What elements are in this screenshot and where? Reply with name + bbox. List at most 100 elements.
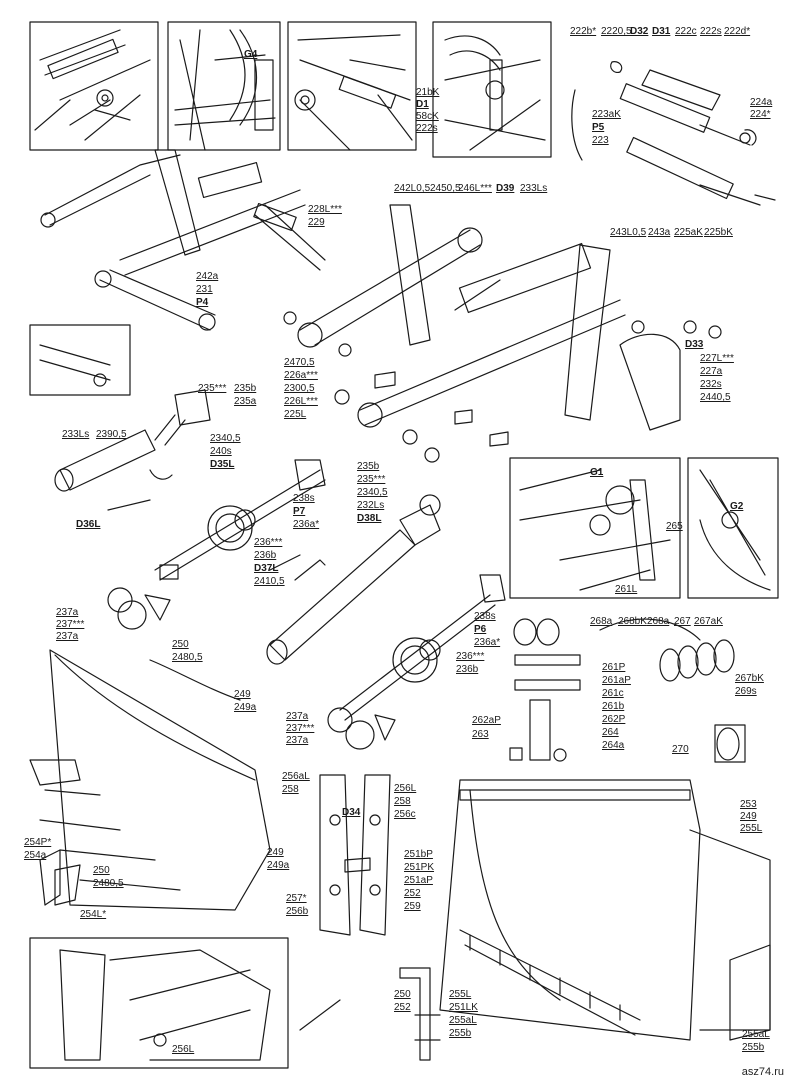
label-l52: P7: [293, 506, 306, 517]
label-l33: 227L***: [700, 353, 734, 364]
label-l23: D39: [496, 183, 515, 194]
label-l15: 223: [592, 135, 609, 146]
label-l7: 2220,5: [601, 26, 632, 37]
label-l81: 268a: [647, 616, 670, 627]
label-l113: 249a: [267, 860, 290, 871]
label-l85: 261aP: [602, 675, 631, 686]
label-l12: 222d*: [724, 26, 751, 37]
label-l120: 256b: [286, 906, 309, 917]
piston-p6: [339, 574, 506, 721]
label-l105: 253: [740, 799, 757, 810]
label-l68: P6: [474, 624, 487, 635]
label-l53: 236a*: [293, 519, 320, 530]
seal-kit: [509, 618, 746, 763]
label-l95: 270: [672, 744, 689, 755]
label-l37: 2470,5: [284, 357, 315, 368]
label-l55: 236b: [254, 550, 277, 561]
label-l111: 2480,5: [93, 878, 124, 889]
label-l19: 229: [308, 217, 325, 228]
label-l25: 242a: [196, 271, 219, 282]
label-l54: 236***: [254, 537, 283, 548]
label-l96: 237a: [286, 711, 309, 722]
piston-p7: [154, 459, 326, 581]
label-l91: 264: [602, 727, 619, 738]
label-l108: 254P*: [24, 837, 52, 848]
inset-bottom: [29, 937, 289, 1069]
label-l22: 246L***: [458, 183, 492, 194]
label-l39: 2300,5: [284, 383, 315, 394]
label-l60: 2340,5: [357, 487, 388, 498]
label-l29: 243a: [648, 227, 671, 238]
label-l130: 255b: [742, 1042, 765, 1053]
label-l115: 251PK: [404, 862, 435, 873]
label-l112: 249: [267, 847, 284, 858]
label-l103: 256c: [394, 809, 416, 820]
label-l63: G1: [590, 467, 604, 478]
inset-frame-4: [432, 21, 552, 158]
label-l106: 249: [740, 811, 757, 822]
label-l30: 225aK: [674, 227, 703, 238]
label-l44: 235a: [234, 396, 257, 407]
label-l99: 256aL: [282, 771, 310, 782]
label-l34: 227a: [700, 366, 723, 377]
label-l40: 226L***: [284, 396, 318, 407]
label-l69: 236a*: [474, 637, 501, 648]
label-l45: 233Ls: [62, 429, 90, 440]
label-l117: 252: [404, 888, 421, 899]
label-l73: 237***: [56, 619, 85, 630]
label-l125: 251LK: [449, 1002, 478, 1013]
label-l4: 58cK: [416, 111, 439, 122]
label-l50: D36L: [76, 519, 101, 530]
label-l88: 262P: [602, 714, 626, 725]
label-l57: 2410,5: [254, 576, 285, 587]
label-l87: 261b: [602, 701, 625, 712]
label-l92: 264a: [602, 740, 625, 751]
label-l101: 256L: [394, 783, 417, 794]
label-l32: D33: [685, 339, 704, 350]
label-l100: 258: [282, 784, 299, 795]
label-l127: 255b: [449, 1028, 472, 1039]
label-l10: 222c: [675, 26, 697, 37]
label-l58: 235b: [357, 461, 380, 472]
bushings-237: [107, 587, 396, 750]
label-l70: 236***: [456, 651, 485, 662]
cylinder-d38l: [266, 494, 441, 665]
label-l83: 267aK: [694, 616, 723, 627]
edge-section: [399, 967, 441, 1061]
label-l126: 255aL: [449, 1015, 477, 1026]
label-l62: D38L: [357, 513, 382, 524]
label-l20: 242L0,5: [394, 183, 431, 194]
inset-g2: [687, 457, 779, 599]
label-l14: P5: [592, 122, 605, 133]
label-l109: 254a: [24, 850, 47, 861]
tilt-cylinder-left: [29, 324, 211, 511]
label-l124: 255L: [449, 989, 472, 1000]
label-l94: 269s: [735, 686, 757, 697]
label-l119: 257*: [286, 893, 307, 904]
label-l6: 222b*: [570, 26, 597, 37]
label-l79: 268a: [590, 616, 613, 627]
label-l107: 255L: [740, 823, 763, 834]
label-l17: 224*: [750, 109, 771, 120]
label-l97: 237***: [286, 723, 315, 734]
label-l118: 259: [404, 901, 421, 912]
label-l61: 232Ls: [357, 500, 385, 511]
label-l67: 238s: [474, 611, 496, 622]
loader-arm: [283, 204, 722, 463]
boom-p4: [40, 149, 326, 331]
label-l13: 223aK: [592, 109, 621, 120]
label-l43: 235b: [234, 383, 257, 394]
label-l1: G4: [244, 49, 258, 60]
label-l104: D34: [342, 807, 361, 818]
label-l77: 249: [234, 689, 251, 700]
inset-g1: [509, 457, 681, 599]
label-l8: D32: [630, 26, 649, 37]
label-l90: 263: [472, 729, 489, 740]
label-l24: 233Ls: [520, 183, 548, 194]
bucket-left: [29, 649, 271, 911]
label-l129: 255aL: [742, 1029, 770, 1040]
label-l36: 2440,5: [700, 392, 731, 403]
label-l42: 235***: [198, 383, 227, 394]
bucket-right: [439, 779, 771, 1041]
